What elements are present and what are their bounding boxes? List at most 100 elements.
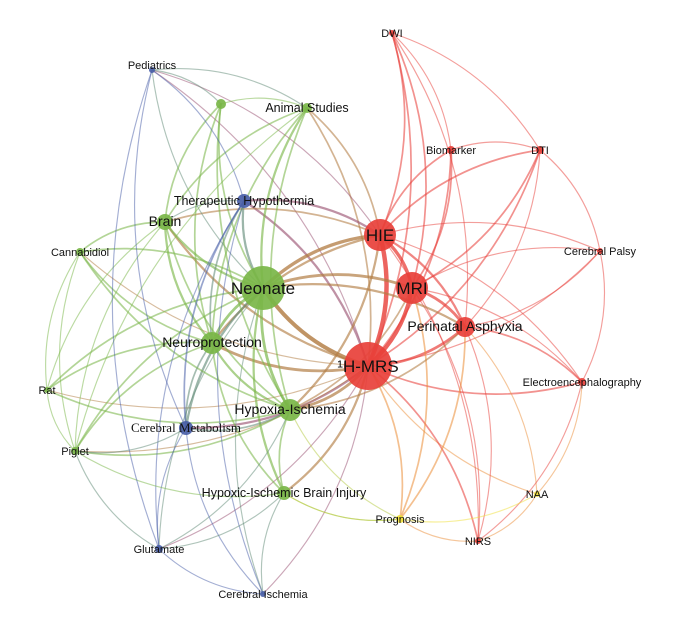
node-therapeutic[interactable] <box>237 194 251 208</box>
node-brain[interactable] <box>157 214 173 230</box>
edge-neuroprotection-brain <box>163 220 214 345</box>
label-animal: Animal Studies <box>265 101 348 115</box>
label-hypoxicbrain: Hypoxic-Ischemic Brain Injury <box>202 486 367 500</box>
edge-hmrs-eeg <box>367 365 583 395</box>
edge-hypoxia-prognosis <box>289 409 401 520</box>
node-cerebralpalsy[interactable] <box>597 248 603 254</box>
label-cerebralmetabolism: Cerebral Metabolism <box>131 420 241 435</box>
edge-neonate-piglet <box>74 287 264 452</box>
node-hmrs[interactable] <box>344 342 392 390</box>
edge-brain-animal <box>164 107 308 223</box>
label-neuroprotection: Neuroprotection <box>162 334 262 350</box>
node-neuroprotection[interactable] <box>201 332 223 354</box>
label-dwi: DWI <box>381 28 402 40</box>
node-glutamate[interactable] <box>155 545 163 553</box>
edge-hie-animal <box>306 107 381 236</box>
node-hypoxicbrain[interactable] <box>277 486 291 500</box>
node-rat[interactable] <box>44 387 50 393</box>
edge-hypoxicbrain-glutamate <box>158 492 285 550</box>
node-piglet[interactable] <box>71 447 79 455</box>
edge-animal-piglet <box>74 107 308 452</box>
label-hie: HIE <box>366 226 394 245</box>
edge-prognosis-hypoxicbrain <box>283 492 401 522</box>
edge-dti-cerebralpalsy <box>539 149 601 252</box>
edge-neuroprotection-animal <box>211 107 308 344</box>
node-cerebralischemia[interactable] <box>260 591 266 597</box>
edge-brain-piglet <box>74 221 166 452</box>
edge-nirs-prognosis <box>399 518 479 542</box>
edge-hypoxia-rat <box>46 389 291 424</box>
label-dti: DTI <box>531 145 549 157</box>
edge-brain-cannabidiol <box>79 221 166 253</box>
node-naa[interactable] <box>534 491 540 497</box>
node-hypoxia[interactable] <box>279 399 301 421</box>
edge-mri-nirs <box>411 287 481 542</box>
label-hmrs: ¹H-MRS <box>337 357 398 376</box>
edge-neonate-animal <box>260 106 309 290</box>
edge-pediatrics-glutamate <box>111 69 160 550</box>
edge-rat-piglet <box>46 389 76 452</box>
node-mri[interactable] <box>396 272 428 304</box>
label-piglet: Piglet <box>61 446 89 458</box>
edge-cerebralmetabolism-pediatrics <box>134 69 187 429</box>
edge-eeg-naa <box>536 381 583 495</box>
edges-layer <box>45 32 606 595</box>
node-eeg[interactable] <box>578 378 586 386</box>
node-neonate[interactable] <box>241 266 285 310</box>
edge-therapeutic-brain <box>164 199 245 223</box>
edge-perinatal-naa <box>464 326 538 495</box>
label-eeg: Electroencephalography <box>523 377 642 389</box>
label-rat: Rat <box>38 385 55 397</box>
edge-dwi-biomarker <box>391 32 452 151</box>
edge-hie-pediatrics <box>151 69 381 236</box>
edge-perinatal-dti <box>464 149 541 328</box>
edge-hmrs-cerebralpalsy <box>367 250 601 367</box>
edge-hypoxia-brain <box>164 221 291 411</box>
label-pediatrics: Pediatrics <box>128 60 177 72</box>
edge-therapeutic-glutamate <box>155 200 245 550</box>
node-perinatal[interactable] <box>455 317 475 337</box>
edge-hypoxicbrain-cerebralischemia <box>260 492 285 595</box>
edge-hie-dwi <box>379 32 406 236</box>
edge-neuroprotection-cannabidiol <box>79 251 213 344</box>
node-prognosis[interactable] <box>396 515 404 523</box>
edge-perinatal-eeg <box>464 326 583 383</box>
node-nirs[interactable] <box>475 538 481 544</box>
node-dti[interactable] <box>536 146 544 154</box>
edge-cerebralmetabolism-piglet <box>74 427 187 454</box>
edge-eeg-nirs <box>477 381 583 542</box>
edge-hie-dti <box>379 149 541 236</box>
label-perinatal: Perinatal Asphyxia <box>407 318 522 334</box>
edge-neonate-rat <box>46 287 264 391</box>
node-hie[interactable] <box>364 219 396 251</box>
edge-hmrs-pediatrics <box>151 69 369 367</box>
edge-dti-biomarker <box>450 141 541 151</box>
label-brain: Brain <box>149 213 182 229</box>
edge-hie-hypoxia <box>288 233 382 412</box>
node-pediatrics[interactable] <box>149 67 155 73</box>
edge-hypoxia-cerebralmetabolism <box>185 409 291 432</box>
edge-therapeutic-cerebralischemia <box>216 200 264 595</box>
edge-pediatrics-unlabeled <box>151 69 222 105</box>
edge-cerebralmetabolism-glutamate <box>156 427 187 550</box>
edge-cerebralmetabolism-cerebralischemia <box>185 427 264 595</box>
edge-neuroprotection-cerebralmetabolism <box>184 342 213 429</box>
edge-hie-biomarker <box>379 149 452 236</box>
label-hypoxia: Hypoxia-Ischemia <box>234 401 345 417</box>
edge-hmrs-cerebralischemia <box>262 365 369 595</box>
nodes-layer <box>44 30 603 597</box>
node-biomarker[interactable] <box>447 146 455 154</box>
node-animal[interactable] <box>302 103 312 113</box>
label-mri: MRI <box>396 279 427 298</box>
node-unlabeled[interactable] <box>216 99 226 109</box>
edge-mri-cerebralpalsy <box>411 246 601 289</box>
node-cannabidiol[interactable] <box>76 248 84 256</box>
node-dwi[interactable] <box>389 30 395 36</box>
edge-cannabidiol-rat <box>45 251 81 391</box>
edge-mri-dti <box>411 149 541 289</box>
label-nirs: NIRS <box>465 536 491 548</box>
edge-hmrs-dti <box>367 149 541 367</box>
node-cerebralmetabolism[interactable] <box>179 421 193 435</box>
edge-mri-eeg <box>411 287 583 383</box>
